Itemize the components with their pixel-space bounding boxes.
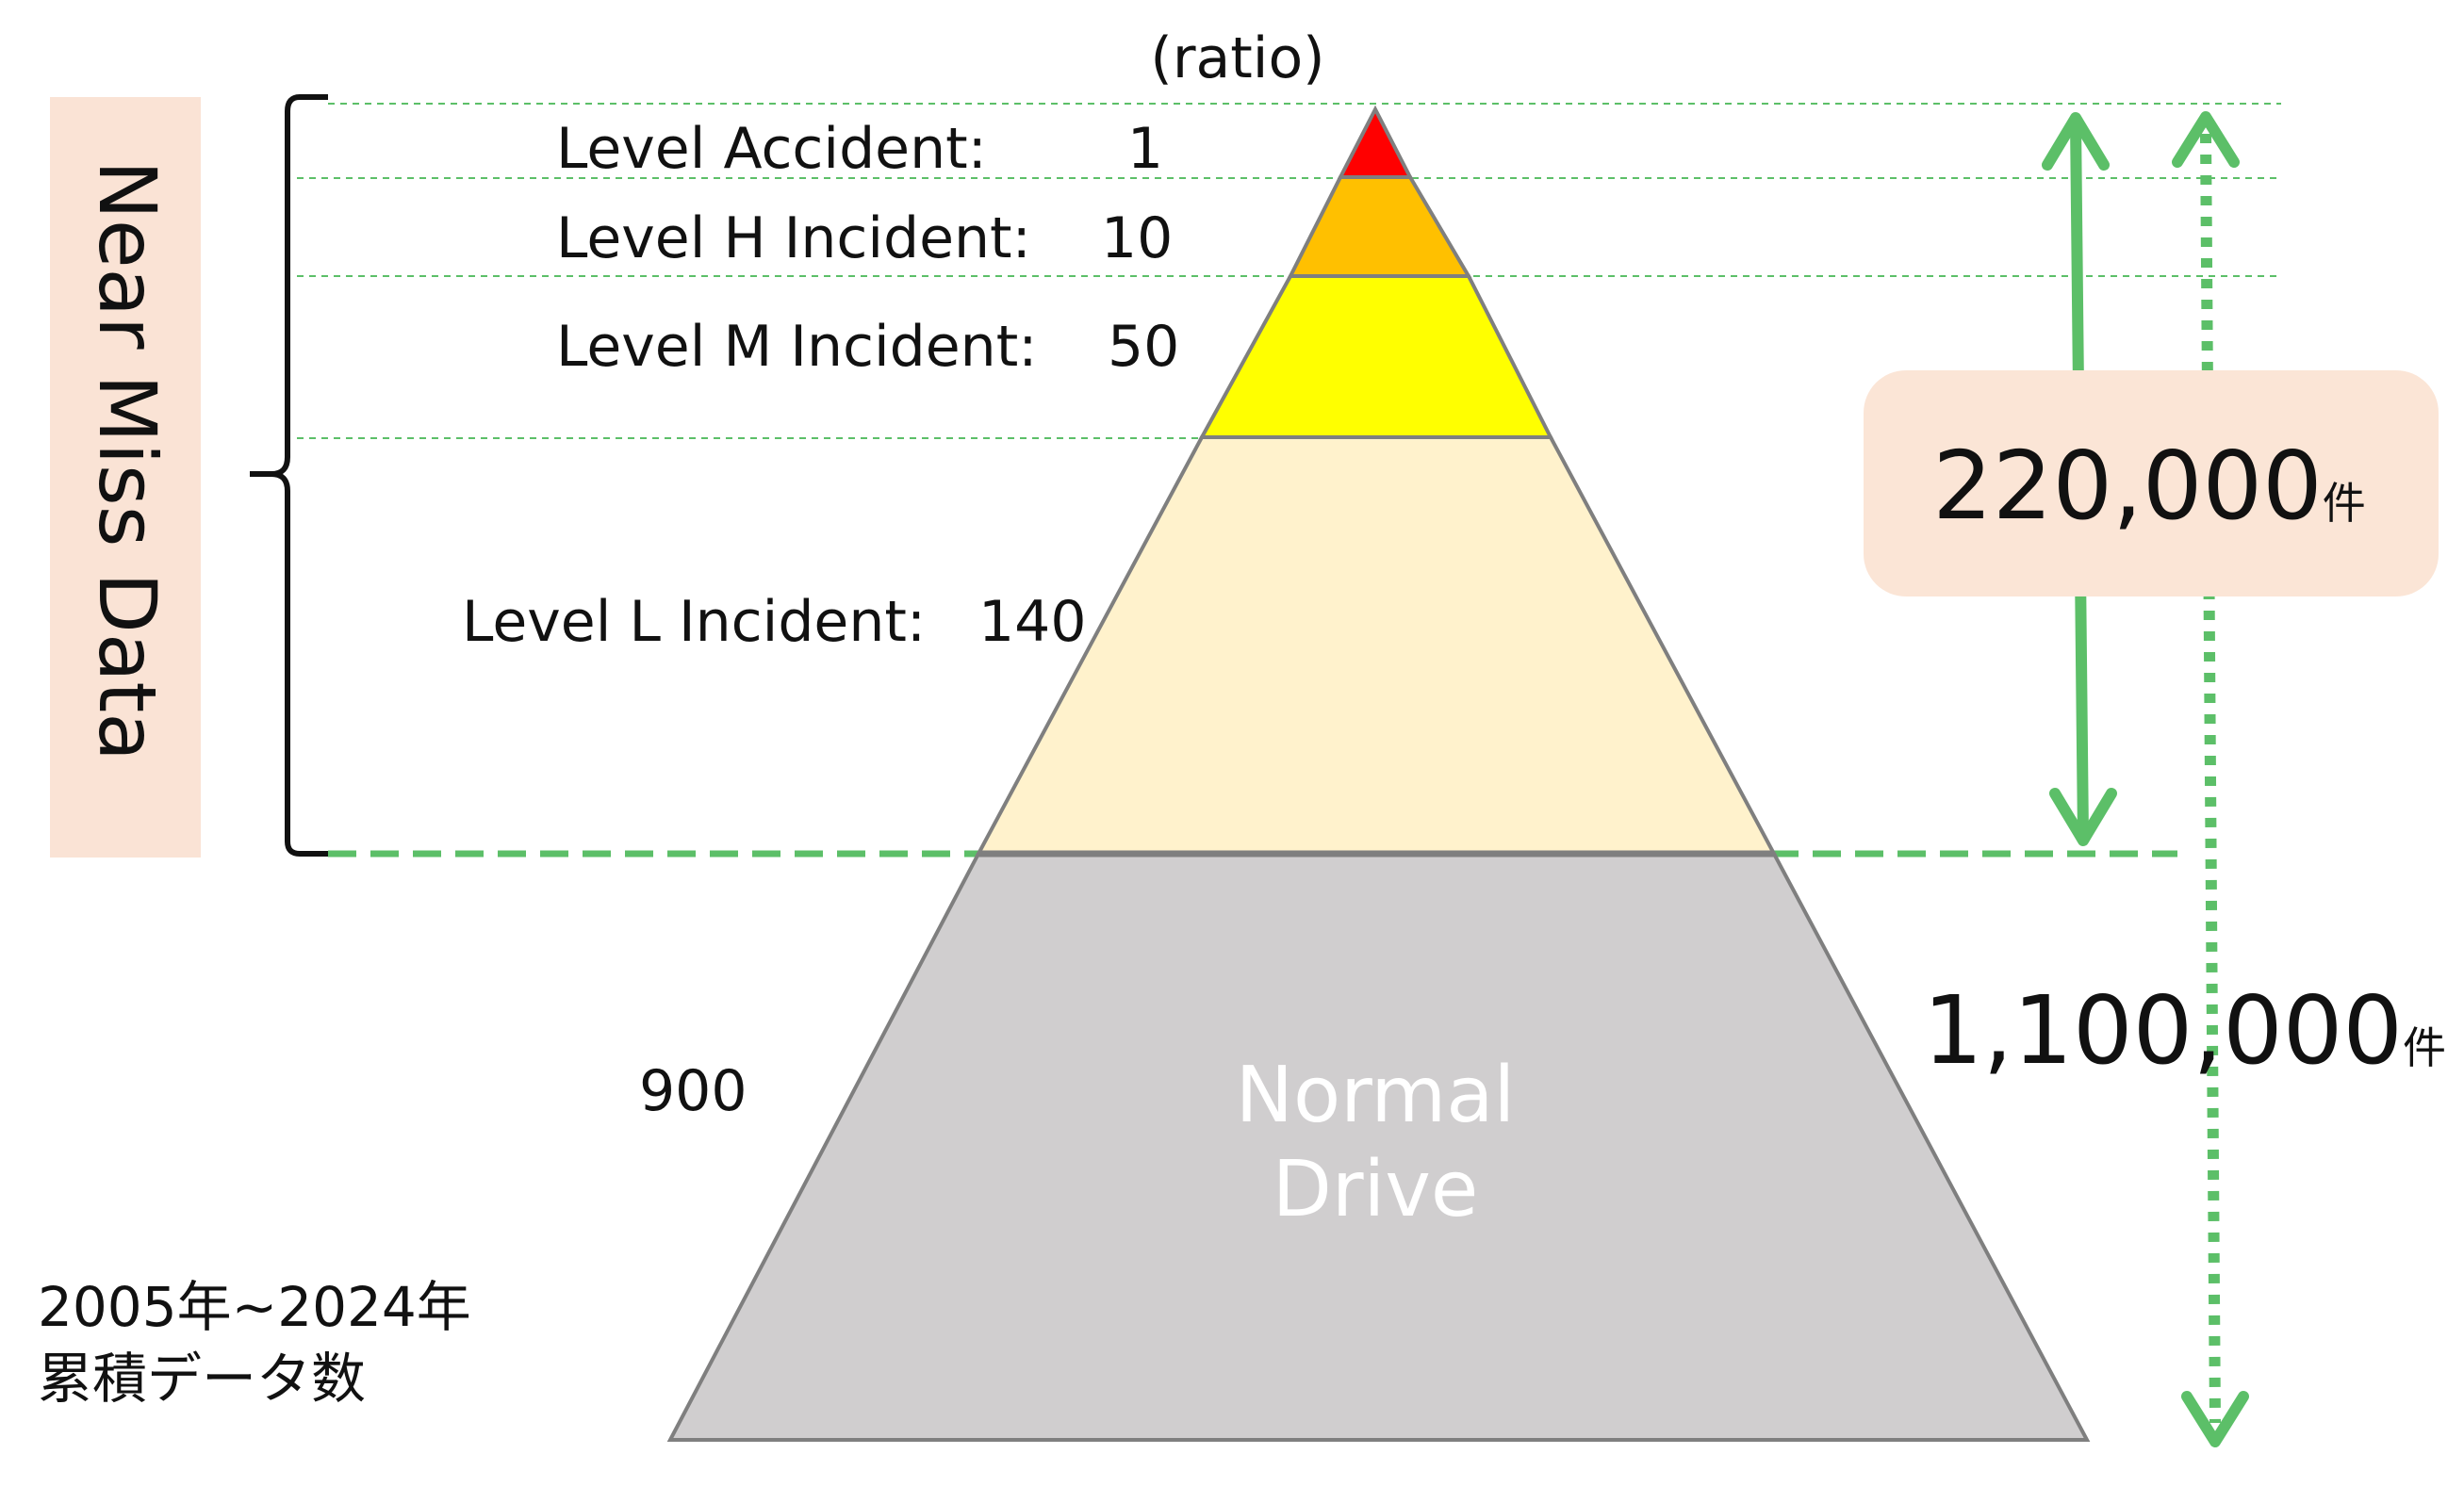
overall-span-arrow bbox=[2172, 111, 2249, 1447]
near-miss-arrow-head-up bbox=[2042, 112, 2110, 171]
side-label: Near Miss Data bbox=[81, 160, 173, 761]
pyramid-layer-m bbox=[1198, 274, 1554, 439]
normal-drive-line2: Drive bbox=[1273, 1145, 1479, 1234]
period-line1: 2005年~2024年 bbox=[38, 1275, 471, 1339]
level-h-label: Level H Incident: bbox=[556, 205, 1031, 271]
normal-drive-value: 900 bbox=[639, 1058, 747, 1124]
near-miss-total: 220,000件 bbox=[1932, 431, 2366, 541]
level-accident-label: Level Accident: bbox=[556, 116, 987, 182]
level-accident-value: 1 bbox=[1127, 116, 1163, 182]
near-miss-brace bbox=[250, 94, 328, 857]
pyramid-layer-accident bbox=[1337, 105, 1414, 179]
level-m-value: 50 bbox=[1108, 314, 1179, 380]
overall-arrow-shaft bbox=[2200, 133, 2221, 1424]
near-miss-total-unit: 件 bbox=[2323, 478, 2366, 529]
overall-total-number: 1,100,000 bbox=[1923, 975, 2403, 1086]
level-h-value: 10 bbox=[1101, 205, 1173, 271]
overall-total-unit: 件 bbox=[2403, 1022, 2446, 1073]
pyramid-layer-h bbox=[1287, 175, 1472, 278]
ratio-header: (ratio) bbox=[1150, 25, 1324, 91]
level-m-label: Level M Incident: bbox=[556, 314, 1037, 380]
overall-total: 1,100,000件 bbox=[1923, 975, 2446, 1086]
near-miss-total-number: 220,000 bbox=[1932, 431, 2323, 541]
level-l-label: Level L Incident: bbox=[462, 589, 926, 655]
near-miss-arrow-head-down bbox=[2049, 788, 2117, 846]
pyramid-layer-l bbox=[975, 435, 1778, 856]
level-l-value: 140 bbox=[978, 589, 1087, 655]
normal-drive-line1: Normal bbox=[1236, 1051, 1516, 1140]
near-miss-total-box bbox=[1864, 370, 2439, 596]
period-line2: 累積データ数 bbox=[38, 1347, 366, 1411]
overall-arrow-head-down bbox=[2181, 1391, 2249, 1447]
side-label-panel bbox=[50, 97, 201, 858]
overall-arrow-head-up bbox=[2172, 111, 2240, 168]
